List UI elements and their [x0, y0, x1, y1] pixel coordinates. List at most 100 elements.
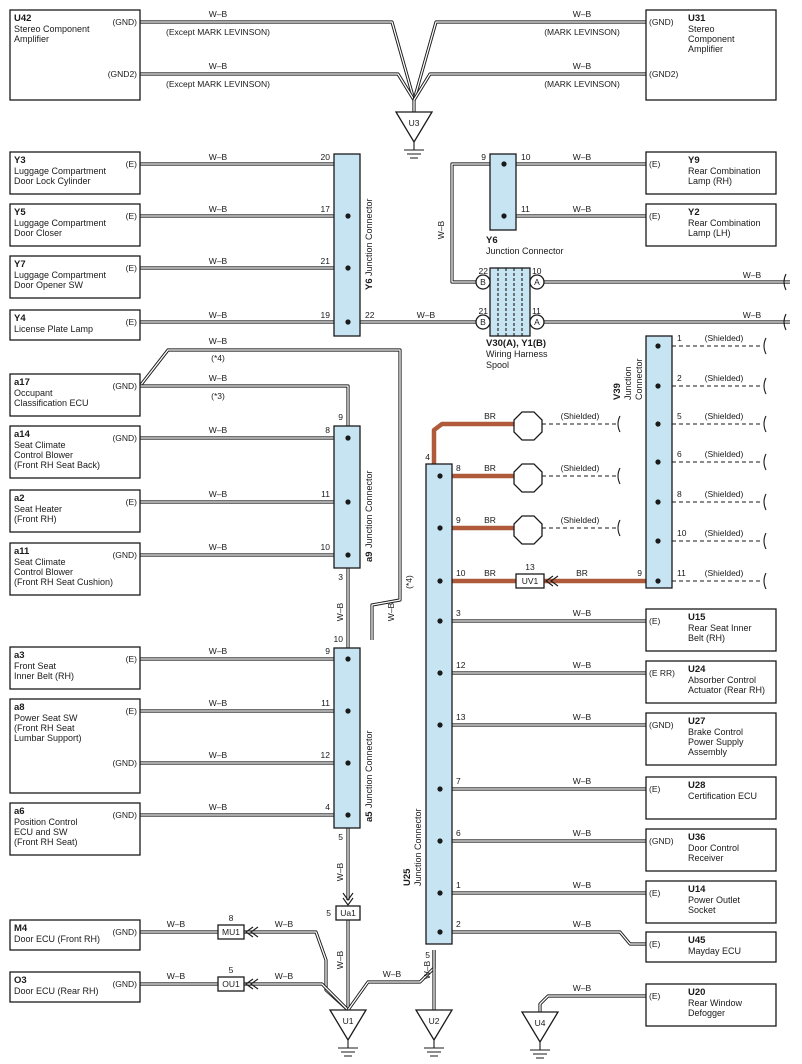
mu1-connector-label: MU1 [222, 927, 240, 937]
spool-b-label: B [480, 317, 486, 327]
part-name-line: Seat Climate [14, 440, 66, 450]
ground-u1: U1 [328, 1009, 368, 1057]
part-name-line: (Front RH Seat [14, 723, 75, 733]
terminal-label: (E) [649, 211, 661, 221]
part-id: a8 [14, 702, 25, 713]
svg-text:17: 17 [321, 204, 331, 214]
part-box [9, 203, 141, 247]
spool-a-label: A [534, 317, 540, 327]
part-box [645, 9, 777, 101]
spool-name-1: Wiring Harness [486, 349, 548, 359]
part-box [9, 425, 141, 479]
svg-text:9: 9 [481, 152, 486, 162]
part-box [645, 151, 777, 195]
svg-text:10: 10 [321, 542, 331, 552]
svg-text:3: 3 [456, 608, 461, 618]
uv1-connector-label: UV1 [522, 576, 539, 586]
ou1-connector-label: OU1 [222, 979, 240, 989]
part-name-line: Luggage Compartment [14, 270, 107, 280]
part-name-line: Rear Combination [688, 218, 761, 228]
svg-text:10: 10 [677, 528, 687, 538]
terminal-label: (E) [126, 497, 138, 507]
terminal-label: (E) [649, 888, 661, 898]
part-name-line: Amplifier [14, 34, 49, 44]
shield-octagon [513, 463, 543, 493]
svg-text:(Except MARK LEVINSON): (Except MARK LEVINSON) [166, 79, 270, 89]
svg-text:(Shielded): (Shielded) [705, 528, 744, 538]
wire-labels: W–B (Except MARK LEVINSON) W–B (Except M… [166, 9, 762, 993]
terminal-label: (E) [649, 784, 661, 794]
svg-text:(Shielded): (Shielded) [705, 489, 744, 499]
part-name-line: Position Control [14, 817, 78, 827]
svg-text:1: 1 [677, 333, 682, 343]
part-id: U31 [688, 13, 706, 24]
svg-text:9: 9 [637, 568, 642, 578]
wires [138, 20, 790, 1012]
part-name-line: Door Lock Cylinder [14, 176, 91, 186]
svg-text:W–B: W–B [209, 256, 228, 266]
svg-text:W–B: W–B [209, 646, 228, 656]
part-box [645, 776, 777, 820]
part-name-line: Belt (RH) [688, 633, 725, 643]
y6b-junction-text: Junction Connector [486, 246, 564, 256]
spool-terminals: B B A A [475, 274, 545, 330]
terminal-label: (GND) [649, 836, 674, 846]
svg-text:W–B: W–B [275, 919, 294, 929]
svg-text:W–B: W–B [209, 373, 228, 383]
part-name-line: (Front RH Seat Back) [14, 460, 100, 470]
svg-text:BR: BR [484, 568, 496, 578]
svg-text:W–B: W–B [573, 712, 592, 722]
pin-numbers: 20 17 21 19 22 9 10 11 22 21 10 11 9 8 1… [229, 152, 687, 975]
part-name-line: Socket [688, 905, 716, 915]
part-name-line: Absorber Control [688, 675, 756, 685]
terminal-label: (GND) [112, 927, 137, 937]
svg-text:(Shielded): (Shielded) [705, 333, 744, 343]
part-name-line: Amplifier [688, 44, 723, 54]
svg-text:9: 9 [338, 412, 343, 422]
terminal-label: (E) [649, 159, 661, 169]
u25-junction-connector [425, 463, 453, 945]
svg-text:(Shielded): (Shielded) [561, 463, 600, 473]
terminal-label: (E) [126, 317, 138, 327]
terminal-label: (E) [126, 211, 138, 221]
part-name-line: Assembly [688, 747, 728, 757]
svg-text:W–B: W–B [743, 270, 762, 280]
svg-text:6: 6 [677, 449, 682, 459]
svg-text:4: 4 [325, 802, 330, 812]
part-name-line: ECU and SW [14, 827, 68, 837]
part-name-line: Actuator (Rear RH) [688, 685, 765, 695]
part-id: U14 [688, 884, 706, 895]
y6b-junction-id: Y6 [486, 235, 498, 246]
part-name-line: Door ECU (Rear RH) [14, 986, 99, 996]
part-name-line: Door Closer [14, 228, 62, 238]
svg-text:W–B: W–B [573, 828, 592, 838]
part-name-line: Mayday ECU [688, 946, 741, 956]
part-id: a17 [14, 377, 30, 388]
part-name-line: Luggage Compartment [14, 218, 107, 228]
part-name-line: Inner Belt (RH) [14, 671, 74, 681]
u25-junction-id: U25 [402, 868, 413, 886]
junction-labels: Y6 Junction Connector Y6 Junction Connec… [364, 198, 644, 886]
a5-junction-text: Junction Connector [364, 730, 374, 808]
terminal-label: (GND) [112, 979, 137, 989]
part-name-line: Power Outlet [688, 895, 741, 905]
svg-text:(MARK LEVINSON): (MARK LEVINSON) [544, 79, 620, 89]
svg-text:19: 19 [321, 310, 331, 320]
y6-junction-connector [333, 153, 361, 337]
part-box [645, 931, 777, 963]
part-name-line: Defogger [688, 1008, 725, 1018]
ground-u2: U2 [414, 1009, 454, 1057]
spool-name-2: Spool [486, 360, 509, 370]
svg-text:W–B: W–B [573, 776, 592, 786]
part-box [645, 880, 777, 924]
